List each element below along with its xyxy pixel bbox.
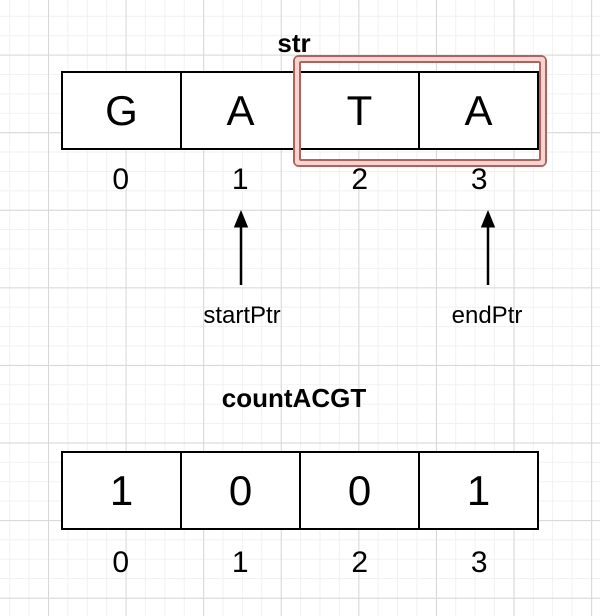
str-array-label: str [277, 28, 311, 58]
endptr-label: endPtr [451, 302, 523, 329]
str-cell-3-value: A [464, 86, 493, 134]
count-index-2: 2 [351, 546, 369, 579]
str-cell-0: G [63, 73, 180, 148]
count-cell-1: 0 [180, 453, 299, 528]
count-index-3: 3 [470, 546, 488, 579]
str-index-2: 2 [351, 163, 369, 196]
count-array: 1 0 0 1 [61, 451, 539, 530]
count-index-row: 0 1 2 3 [61, 547, 539, 579]
str-cell-1-value: A [226, 86, 255, 134]
str-index-3: 3 [470, 163, 488, 196]
str-cell-1: A [180, 73, 299, 148]
count-cell-0: 1 [63, 453, 180, 528]
count-index-0: 0 [112, 546, 130, 579]
window-highlight [293, 55, 547, 167]
str-cell-2-value: T [346, 86, 373, 134]
count-cell-2-value: 0 [347, 466, 372, 514]
str-index-0: 0 [112, 163, 130, 196]
str-cell-3: A [418, 73, 537, 148]
count-cell-3: 1 [418, 453, 537, 528]
str-index-1: 1 [231, 163, 249, 196]
window-highlight-inner-border [299, 61, 541, 161]
count-index-1: 1 [231, 546, 249, 579]
endptr-arrow-up-icon [480, 210, 496, 285]
str-cell-0-value: G [105, 86, 138, 134]
window-highlight-band [295, 57, 545, 165]
count-cell-2: 0 [299, 453, 418, 528]
startptr-label: startPtr [203, 302, 281, 329]
str-index-row: 0 1 2 3 [61, 164, 539, 196]
count-cell-1-value: 0 [228, 466, 253, 514]
count-cell-3-value: 1 [466, 466, 491, 514]
count-cell-0-value: 1 [109, 466, 134, 514]
count-array-label: countACGT [221, 383, 367, 413]
startptr-arrow-up-icon [233, 210, 249, 285]
